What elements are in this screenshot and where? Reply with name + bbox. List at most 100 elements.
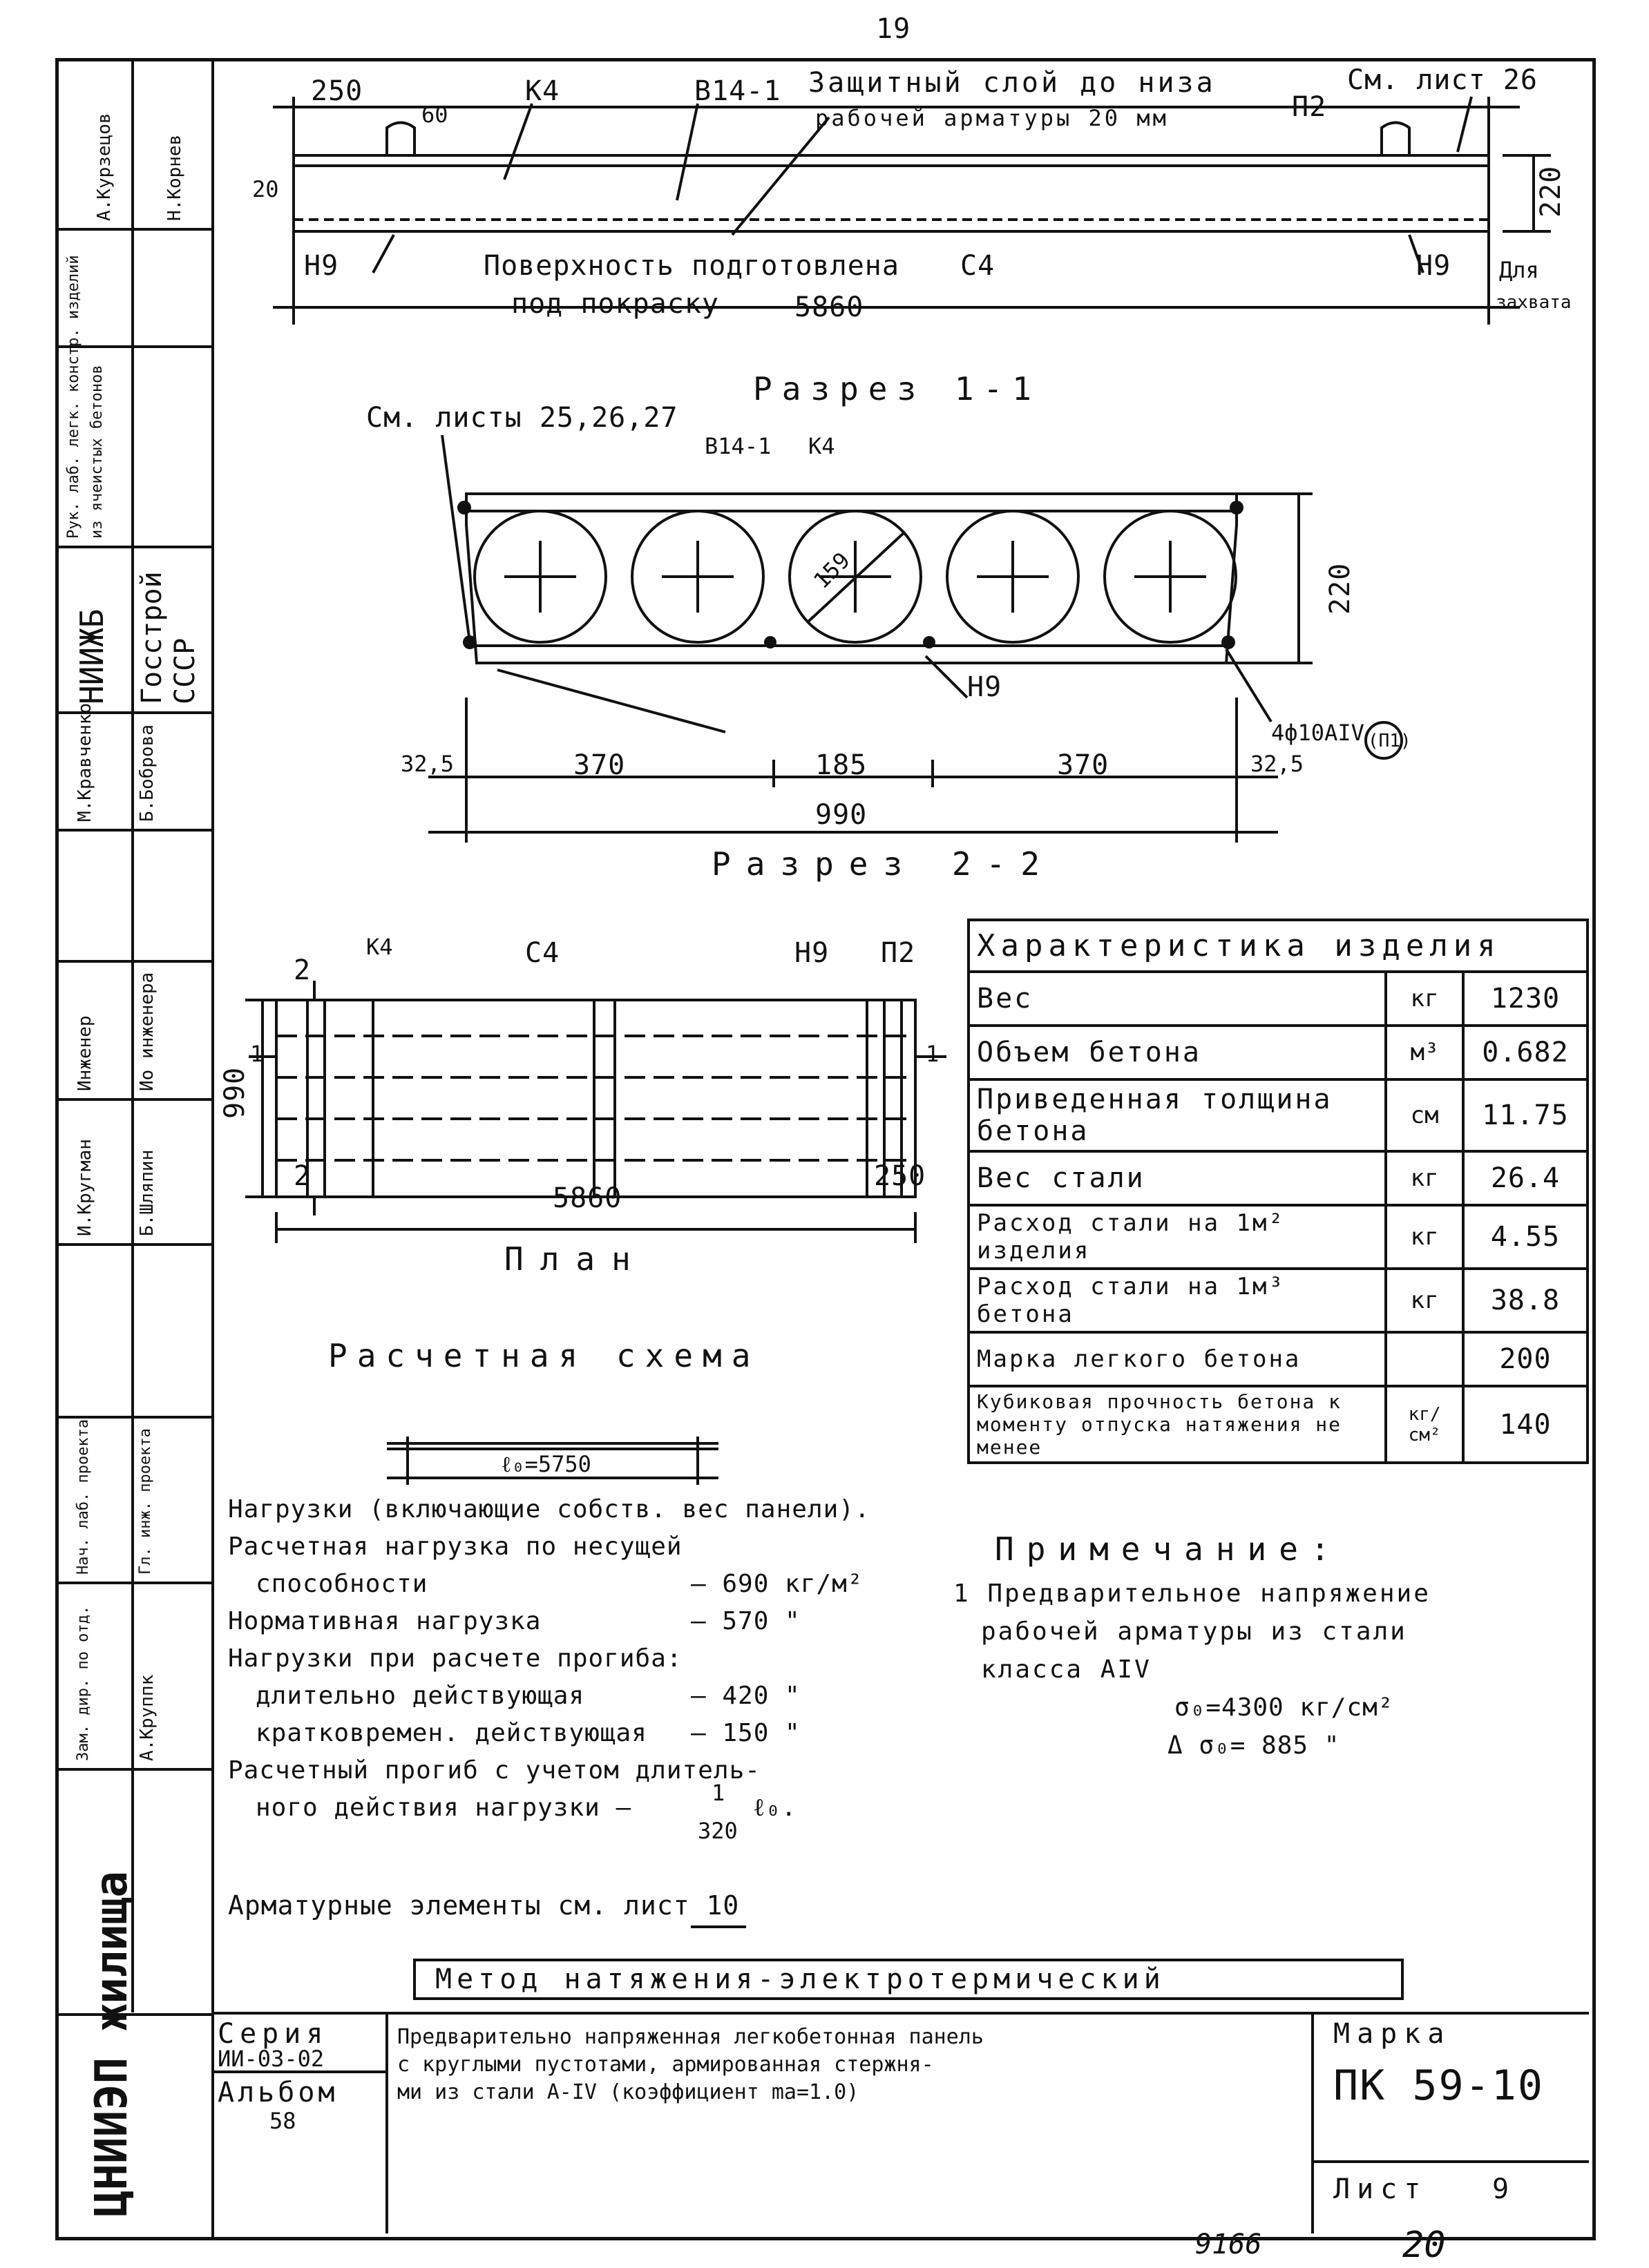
row-unit: кг/см² <box>1384 1385 1465 1464</box>
side-sep <box>55 1768 213 1771</box>
note-line: рабочей арматуры из стали <box>981 1617 1407 1646</box>
dim-370-right: 370 <box>1057 749 1109 781</box>
plan-dim-250: 250 <box>874 1160 926 1192</box>
dim-370-left: 370 <box>573 749 626 781</box>
notes-title: Примечание: <box>995 1530 1342 1568</box>
drawing-frame <box>55 58 1596 2240</box>
title-desc-line1: Предварительно напряженная легкобетонная… <box>397 2025 984 2049</box>
row-name: Объем бетона <box>966 1024 1388 1081</box>
table-row: Марка легкого бетона 200 <box>966 1331 1590 1387</box>
row-name: Кубиковая прочность бетона к моменту отп… <box>966 1385 1388 1464</box>
row-unit: м³ <box>1384 1024 1465 1081</box>
dim-32-5-right: 32,5 <box>1250 751 1304 777</box>
row-name: Марка легкого бетона <box>966 1331 1388 1387</box>
loads-heading: Нагрузки (включающие собств. вес панели)… <box>228 1495 870 1524</box>
total-990: 990 <box>815 799 868 831</box>
row-name: Приведенная толщина бетона <box>966 1078 1388 1153</box>
series-label: Серия <box>218 2018 329 2050</box>
see-sheet-26: См. лист 26 <box>1347 64 1538 96</box>
dim-60: 60 <box>421 102 448 128</box>
plan-label-c4: С4 <box>525 937 560 969</box>
dim-20: 20 <box>252 176 279 202</box>
stamp-9166: 9166 <box>1195 2229 1262 2260</box>
row-name: Вес стали <box>966 1150 1388 1207</box>
length-5860-top: 5860 <box>794 291 864 323</box>
row-name: Вес <box>966 970 1388 1027</box>
dim-185: 185 <box>815 749 868 781</box>
table-row: Вес стали кг 26.4 <box>966 1150 1590 1207</box>
section-2-title: Разрез 2-2 <box>712 845 1055 883</box>
calc-span: ℓ₀=5750 <box>501 1451 591 1477</box>
title-desc-line2: с круглыми пустотами, армированная стерж… <box>397 2053 934 2077</box>
sheet-label: Лист <box>1333 2173 1428 2205</box>
dim-220-section: 220 <box>1324 562 1356 615</box>
table-row: Расход стали на 1м³ бетона кг 38.8 <box>966 1267 1590 1334</box>
characteristics-table: Характеристика изделия Вес кг 1230 Объем… <box>966 919 1590 1464</box>
row-value: 11.75 <box>1461 1078 1590 1153</box>
note-line: Δ σ₀= 885 " <box>1167 1731 1340 1760</box>
side-sep <box>55 345 213 348</box>
plan-label-2-bottom: 2 <box>294 1160 312 1192</box>
loads-line: способности <box>256 1570 428 1598</box>
row-name: Расход стали на 1м² изделия <box>966 1204 1388 1270</box>
table-row: Кубиковая прочность бетона к моменту отп… <box>966 1385 1590 1464</box>
dim-32-5-left: 32,5 <box>401 751 455 777</box>
side-sep <box>55 2013 213 2016</box>
row-value: 26.4 <box>1461 1150 1590 1207</box>
side-sep <box>55 829 213 832</box>
loads-line: Расчетный прогиб с учетом длитель- <box>228 1756 761 1785</box>
album-value: 58 <box>269 2108 296 2134</box>
fraction-tail: ℓ₀. <box>753 1794 797 1822</box>
row-value: 4.55 <box>1461 1204 1590 1270</box>
title-desc-line3: ми из стали А-IV (коэффициент mа=1.0) <box>397 2080 859 2104</box>
side-sep <box>55 228 213 231</box>
label-n9-right: Н9 <box>1416 250 1451 282</box>
plan-label-1-right: 1 <box>926 1041 940 1067</box>
loads-value: — 690 кг/м² <box>691 1570 864 1598</box>
side-sep <box>55 960 213 963</box>
loads-line: ного действия нагрузки — <box>256 1794 632 1822</box>
plan-label-1-left: 1 <box>250 1041 264 1067</box>
label-n9-section: Н9 <box>967 671 1002 703</box>
loads-line: Нормативная нагрузка <box>228 1607 542 1635</box>
method-label: Метод натяжения-электротермический <box>435 1963 1165 1995</box>
album-label: Альбом <box>218 2077 339 2108</box>
characteristics-title: Характеристика изделия <box>967 919 1589 973</box>
loads-line: длительно действующая <box>256 1682 585 1710</box>
stamp-20: 20 <box>1402 2224 1446 2266</box>
side-column-divider-inner <box>131 58 134 2012</box>
side-sep <box>55 1416 213 1419</box>
page-number: 19 <box>876 13 911 45</box>
loads-value: — 150 " <box>691 1719 801 1747</box>
plan-label-k4: К4 <box>366 934 393 960</box>
label-k4-section: К4 <box>808 433 835 459</box>
calc-scheme-title: Расчетная схема <box>328 1337 761 1374</box>
surface-note-line1: Поверхность подготовлена <box>484 250 899 282</box>
plan-label-p2: П2 <box>881 937 916 969</box>
rebar-mark: (П1) <box>1368 731 1411 751</box>
see-sheets-25-27: См. листы 25,26,27 <box>366 402 678 434</box>
grip-note-line1: Для <box>1499 257 1539 283</box>
row-value: 140 <box>1461 1385 1590 1464</box>
plan-label-2-top: 2 <box>294 954 312 986</box>
mark-label: Марка <box>1333 2018 1451 2050</box>
loads-line: Расчетная нагрузка по несущей <box>228 1532 683 1561</box>
loads-line: Нагрузки при расчете прогиба: <box>228 1644 683 1673</box>
dim-250: 250 <box>311 75 363 107</box>
plan-length-5860: 5860 <box>553 1182 622 1214</box>
side-sep <box>55 1582 213 1584</box>
row-unit <box>1384 1331 1465 1387</box>
row-name: Расход стали на 1м³ бетона <box>966 1267 1388 1334</box>
cover-note-line1: Защитный слой до низа <box>808 67 1216 99</box>
surface-note-line2: под покраску <box>511 288 719 320</box>
row-unit: кг <box>1384 1204 1465 1270</box>
note-line: класса АIV <box>981 1655 1152 1684</box>
table-row: Вес кг 1230 <box>966 970 1590 1027</box>
row-unit: см <box>1384 1078 1465 1153</box>
table-row: Расход стали на 1м² изделия кг 4.55 <box>966 1204 1590 1270</box>
label-p2: П2 <box>1292 91 1327 123</box>
label-n9-left: Н9 <box>304 250 339 282</box>
row-value: 38.8 <box>1461 1267 1590 1334</box>
row-unit: кг <box>1384 1267 1465 1334</box>
